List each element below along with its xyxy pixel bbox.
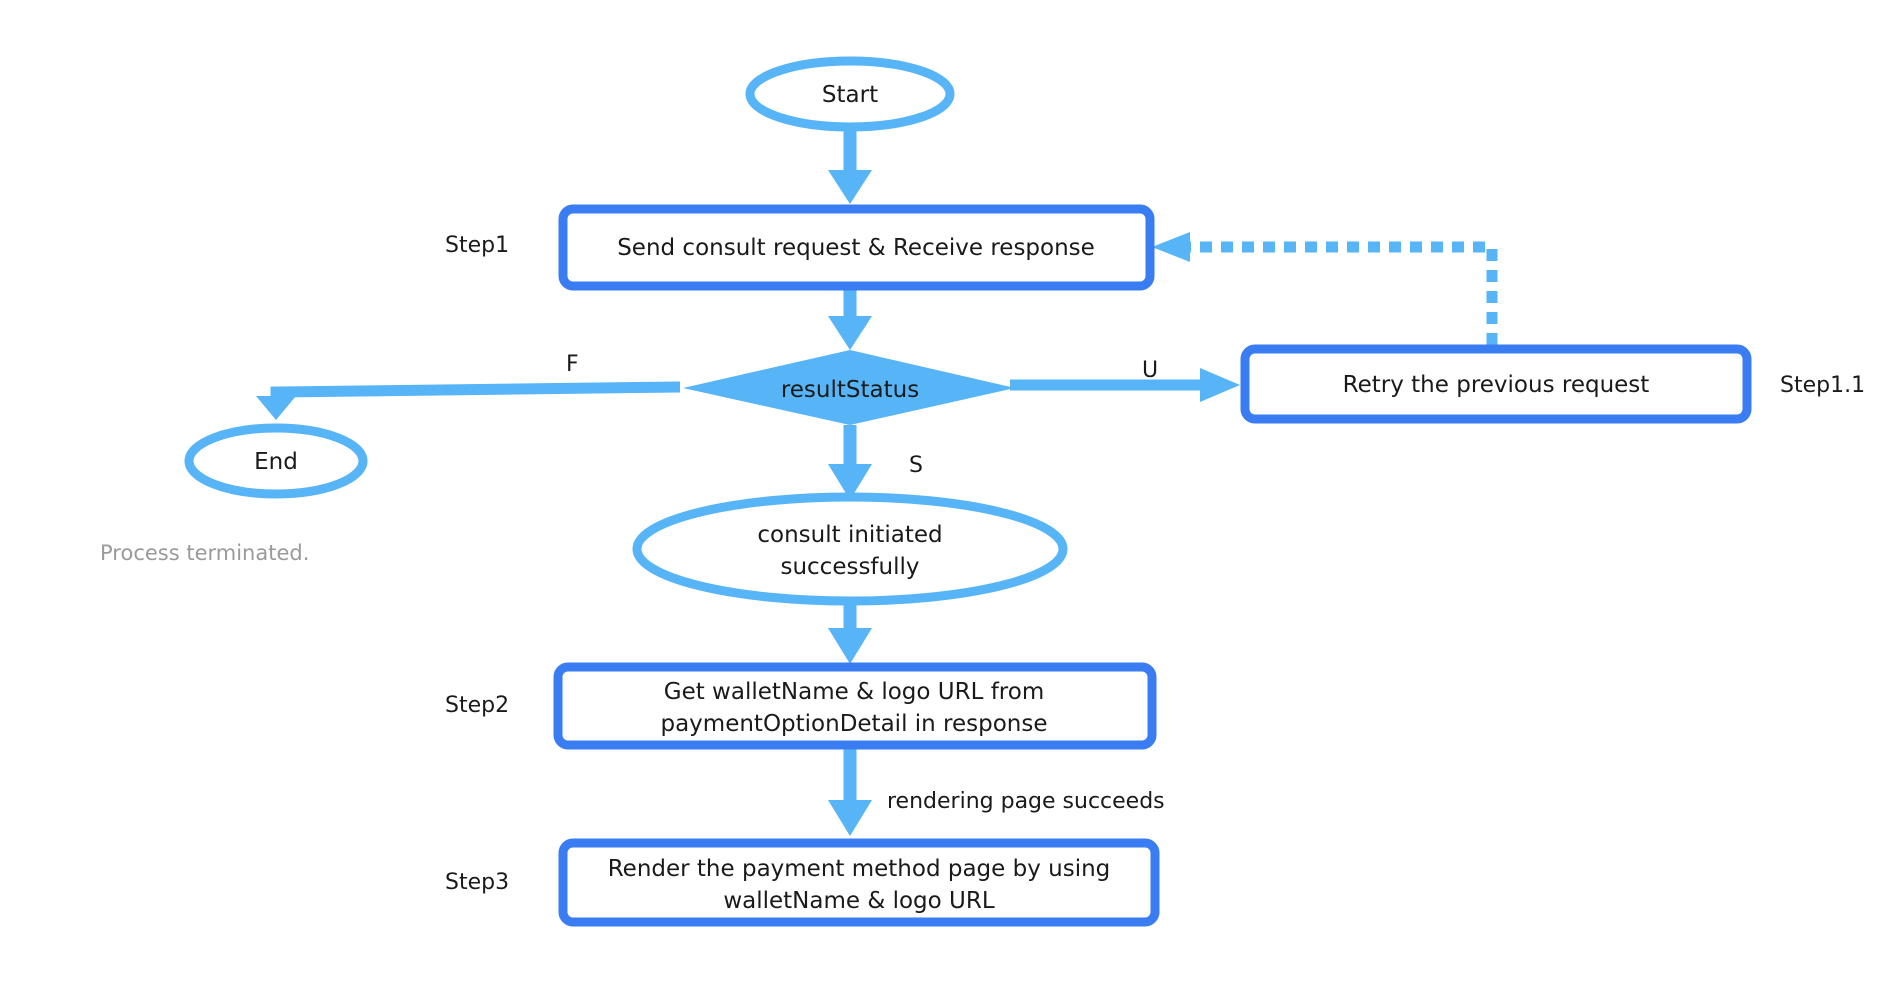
step3-box-label-line2: walletName & logo URL (723, 888, 995, 914)
step1-box-label: Send consult request & Receive response (617, 235, 1095, 261)
end-node: End (184, 423, 368, 499)
start-label: Start (822, 82, 878, 108)
step3-box: Render the payment method page by using … (558, 838, 1160, 927)
start-node: Start (745, 56, 955, 132)
arrow-decision-to-success (828, 425, 872, 500)
step2-box-label-line1: Get walletName & logo URL from (664, 679, 1044, 705)
arrow-step1-to-decision (828, 286, 872, 350)
success-node: consult initiated successfully (632, 492, 1068, 606)
arrow-decision-to-retry (1010, 368, 1240, 402)
branch-f-label: F (566, 352, 579, 377)
success-label-line1: consult initiated (757, 522, 942, 548)
end-label: End (254, 449, 298, 475)
decision-label: resultStatus (781, 377, 919, 403)
arrow-step2-to-step3 (828, 745, 872, 836)
success-label-line2: successfully (780, 554, 919, 580)
arrow-decision-to-end (256, 381, 681, 420)
step2-label: Step2 (445, 693, 509, 718)
step1-box: Send consult request & Receive response (558, 204, 1155, 291)
step1-label: Step1 (445, 233, 509, 258)
branch-u-label: U (1142, 358, 1158, 383)
step2-box-label-line2: paymentOptionDetail in response (660, 711, 1047, 737)
step1-1-label: Step1.1 (1780, 373, 1865, 398)
rendering-succeeds-label: rendering page succeeds (887, 789, 1165, 814)
step3-label: Step3 (445, 870, 509, 895)
side-labels: Step1 Step1.1 Step2 Step3 F U S renderin… (100, 233, 1865, 895)
retry-box-label: Retry the previous request (1343, 372, 1650, 398)
decision-node: resultStatus (683, 350, 1015, 425)
step3-box-label-line1: Render the payment method page by using (608, 856, 1111, 882)
arrow-start-to-step1 (828, 128, 872, 204)
process-terminated-note: Process terminated. (100, 541, 309, 565)
arrow-retry-to-step1-dotted (1152, 232, 1498, 345)
arrow-success-to-step2 (828, 600, 872, 664)
branch-s-label: S (909, 453, 923, 478)
retry-box: Retry the previous request (1240, 344, 1752, 424)
step2-box: Get walletName & logo URL from paymentOp… (553, 662, 1157, 750)
